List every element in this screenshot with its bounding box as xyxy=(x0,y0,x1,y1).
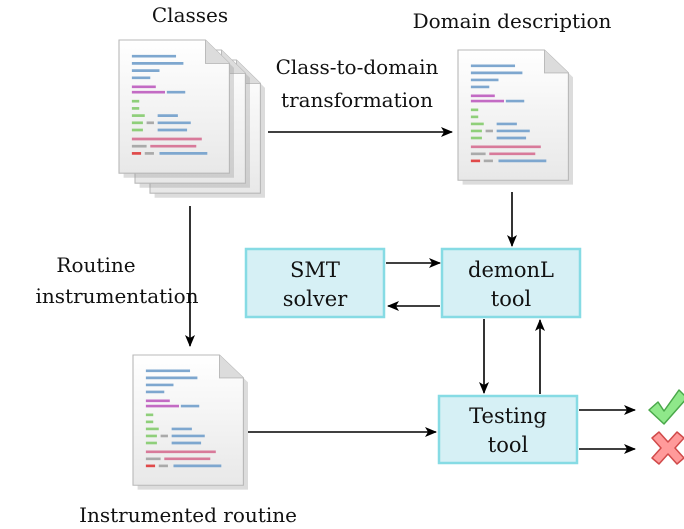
classes-document-stack xyxy=(117,38,267,200)
instrumented-routine-label: Instrumented routine xyxy=(79,503,297,527)
demonl-box-line2: tool xyxy=(491,287,532,311)
transformation-label-line1: Class-to-domain xyxy=(276,55,439,79)
routine-label-line2: instrumentation xyxy=(35,284,198,308)
smt-solver-box: SMT solver xyxy=(244,247,386,319)
demonl-box-line1: demonL xyxy=(468,258,554,282)
instrumented-routine-document xyxy=(131,353,250,492)
domain-description-label: Domain description xyxy=(413,9,612,33)
testing-box-line1: Testing xyxy=(469,404,547,428)
cross-mark-icon xyxy=(651,431,684,465)
testing-box-line2: tool xyxy=(488,433,529,457)
smt-box-line2: solver xyxy=(283,287,348,311)
smt-box-line1: SMT xyxy=(290,258,340,282)
testing-tool-box: Testing tool xyxy=(437,394,579,465)
transformation-label-line2: transformation xyxy=(281,88,433,112)
routine-label-line1: Routine xyxy=(56,253,135,277)
demonl-tool-box: demonL tool xyxy=(440,247,582,319)
domain-description-document xyxy=(456,48,575,187)
check-mark-icon xyxy=(648,389,684,425)
classes-label: Classes xyxy=(152,3,228,27)
